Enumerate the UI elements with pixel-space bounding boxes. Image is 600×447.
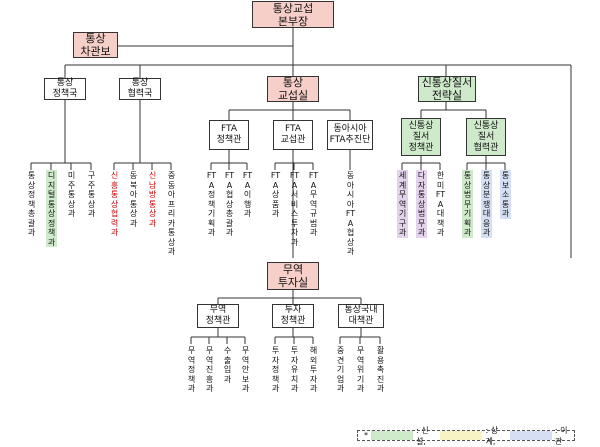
trade-policy-line1: 무역: [209, 305, 227, 315]
division-item: 동북아통상과: [129, 171, 138, 228]
domestic-box: 통상국내 대책관: [338, 304, 384, 328]
division-item: 세계무역기구과: [397, 170, 408, 238]
order-office-box: 신통상질서 전략실: [418, 76, 476, 102]
order-coop-line3: 협력관: [473, 142, 499, 153]
order-policy-line3: 정책관: [408, 142, 434, 153]
division-item: FTA정책기획과: [206, 171, 217, 237]
division-item: 통상법무기획과: [462, 170, 473, 238]
legend-swatch-yellow: [440, 431, 483, 440]
division-item: 무역위기과: [356, 346, 365, 393]
division-item: 무역정책과: [187, 346, 196, 393]
fta-nego-box: FTA 교섭관: [273, 120, 313, 150]
division-item: 중견기업과: [336, 346, 345, 393]
legend: * : 신설, : 상계, : 이관: [357, 426, 575, 446]
fta-policy-box: FTA 정책관: [209, 120, 249, 150]
trade-policy-line2: 정책관: [205, 316, 231, 326]
invest-policy-line1: 투자: [284, 305, 302, 315]
fta-policy-line2: 정책관: [216, 135, 242, 145]
invest-policy-line2: 정책관: [280, 316, 306, 326]
legend-star: *: [364, 431, 368, 440]
nego-office-box: 통상 교섭실: [267, 76, 319, 102]
fta-policy-line1: FTA: [221, 124, 237, 134]
nego-office-line1: 통상: [282, 76, 304, 89]
division-item: 신남방통상과: [148, 171, 157, 228]
legend-moved: : 이관: [554, 425, 568, 446]
legend-swatch-green: [371, 431, 413, 440]
division-item: 통상정책총괄과: [27, 171, 36, 237]
division-item: 무역진흥과: [205, 346, 214, 393]
division-item: 한미FTA대책과: [435, 171, 446, 237]
vice-minister-box: 통상 차관보: [73, 32, 118, 58]
division-item: FTA상품과: [270, 171, 281, 218]
trade-office-line1: 무역: [282, 263, 304, 276]
domestic-line2: 대책관: [348, 316, 374, 326]
trade-office-line2: 투자실: [277, 276, 309, 289]
order-coop-line2: 질서: [477, 131, 495, 142]
fta-nego-line2: 교섭관: [280, 135, 306, 145]
vice-line2: 차관보: [80, 45, 111, 58]
division-item: 중동아프리카통상과: [167, 171, 176, 256]
minister-line2: 본부장: [277, 14, 309, 28]
division-item: 동아시아FTA협상과: [345, 171, 356, 256]
coop-bureau-line2: 협력국: [127, 89, 153, 99]
division-item: 무역안보과: [241, 346, 250, 393]
policy-bureau-box: 통상 정책국: [44, 78, 86, 100]
division-item: 다자통상법무과: [416, 170, 427, 238]
order-policy-line2: 질서: [412, 131, 430, 142]
fta-nego-line1: FTA: [285, 124, 301, 134]
legend-upgrade: : 상계,: [485, 425, 499, 446]
order-policy-line1: 신통상: [408, 120, 434, 131]
order-coop-line1: 신통상: [473, 120, 499, 131]
division-item: FTA이행과: [242, 171, 253, 218]
order-office-line2: 전략실: [431, 89, 463, 102]
invest-policy-box: 투자 정책관: [272, 304, 314, 328]
legend-swatch-blue: [509, 431, 552, 440]
coop-bureau-box: 통상 협력국: [119, 78, 161, 100]
ea-fta-line2: FTA추진단: [329, 135, 371, 145]
domestic-line1: 통상국내: [344, 305, 378, 315]
division-item: FTA무역규범과: [308, 171, 319, 237]
division-item: 해외투자과: [309, 346, 318, 393]
minister-line1: 통상교섭: [272, 1, 314, 15]
order-policy-box: 신통상 질서 정책관: [401, 118, 441, 156]
nego-office-line2: 교섭실: [277, 89, 309, 102]
division-item: 투자정책과: [271, 346, 280, 393]
division-item: 신흥통상협력과: [110, 171, 119, 237]
order-office-line1: 신통상질서: [421, 76, 473, 89]
coop-bureau-line1: 통상: [131, 78, 149, 88]
order-coop-box: 신통상 질서 협력관: [466, 118, 506, 156]
division-item: 통보소통과: [500, 170, 511, 219]
trade-office-box: 무역 투자실: [267, 262, 319, 290]
division-item: 통상분쟁대응과: [481, 170, 492, 238]
policy-bureau-line1: 통상: [56, 78, 74, 88]
division-item: 디지털통상정책과: [46, 170, 57, 247]
division-item: FTA협상총괄과: [224, 171, 235, 237]
division-item: 구주통상과: [87, 171, 96, 218]
legend-new: : 신설,: [415, 425, 429, 446]
policy-bureau-line2: 정책국: [52, 89, 78, 99]
division-item: 미주통상과: [67, 171, 76, 218]
division-item: 활용촉진과: [376, 346, 385, 393]
division-item: 투자유치과: [290, 346, 299, 393]
ea-fta-line1: 동아시아: [333, 124, 367, 134]
trade-policy-box: 무역 정책관: [197, 304, 239, 328]
division-item: FTA서비스투자과: [289, 171, 300, 247]
ea-fta-box: 동아시아 FTA추진단: [327, 120, 373, 150]
division-item: 수출입과: [223, 346, 232, 384]
minister-box: 통상교섭 본부장: [252, 1, 334, 28]
vice-line1: 통상: [85, 32, 106, 45]
